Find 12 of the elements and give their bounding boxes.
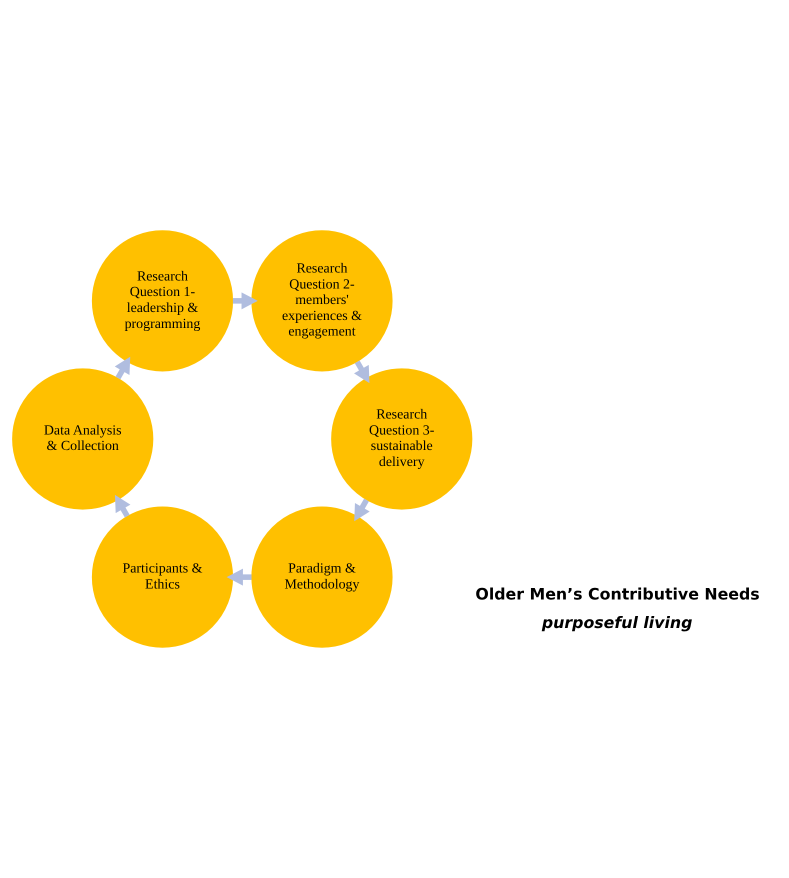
node-circle: Paradigm & Methodology [251,506,393,648]
arrow [354,360,370,384]
arrow [354,498,370,522]
node-circle: Research Question 1- leadership & programming [92,230,234,372]
arrow [226,568,252,586]
arrow [232,292,258,310]
label: Older Men’s Contributive Needs [475,584,760,604]
node-circle: Research Question 2- members' experiences & engagement [251,230,393,372]
label: purposeful living [542,613,692,632]
arrow [114,494,130,518]
node-circle: Participants & Ethics [92,506,234,648]
arrow [114,356,130,380]
